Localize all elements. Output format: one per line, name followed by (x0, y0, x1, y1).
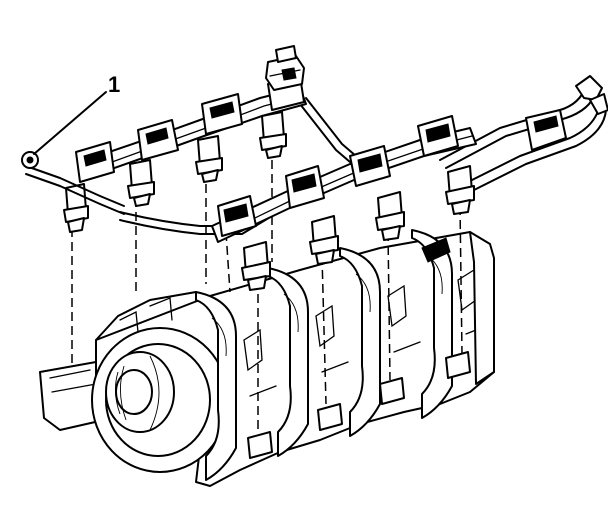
injector (127, 119, 179, 207)
intake-manifold (39, 229, 495, 487)
injector (63, 141, 115, 233)
injector (195, 93, 243, 183)
injector (349, 145, 405, 241)
injector (217, 195, 271, 291)
alignment-lines (71, 146, 463, 434)
callout-leader-line (33, 91, 107, 155)
callout-label: 1 (108, 72, 120, 97)
right-rail-injectors (217, 115, 475, 291)
fuel-lines (119, 75, 608, 235)
injector (417, 115, 475, 215)
callout-1: 1 (21, 72, 125, 215)
fuel-pressure-regulator (265, 45, 305, 91)
injector-seats (247, 351, 471, 459)
injector (285, 165, 339, 265)
